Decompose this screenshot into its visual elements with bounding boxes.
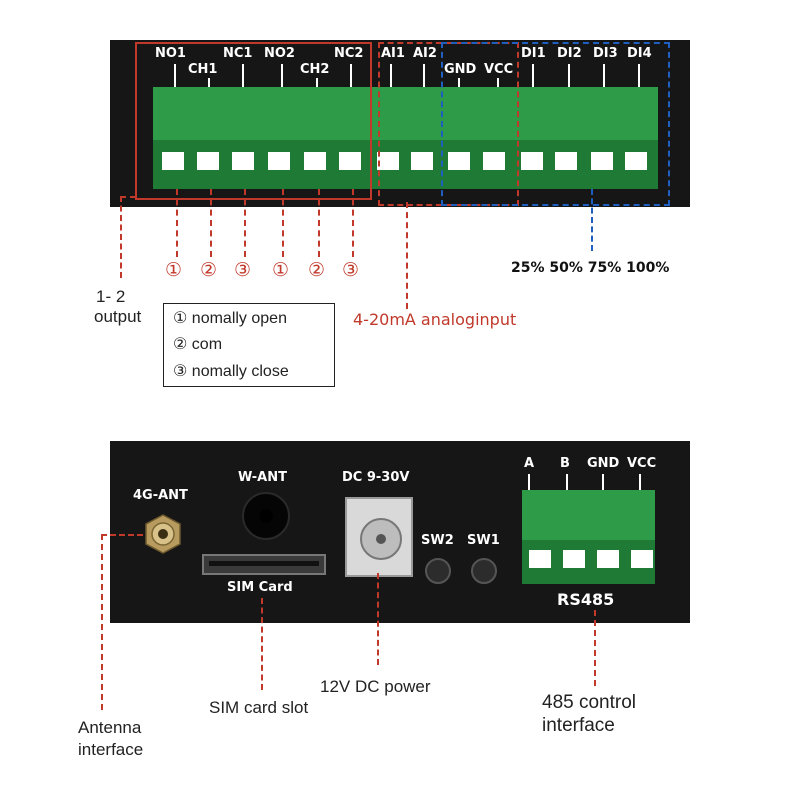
terminal-slot — [232, 152, 254, 170]
dc-jack-icon — [345, 497, 413, 577]
leader-relay-2 — [210, 189, 212, 257]
sw1-label: SW1 — [467, 533, 500, 548]
terminal-slot — [377, 152, 399, 170]
pin-label-vcc: VCC — [484, 62, 514, 77]
legend-item-normally-close: ③ nomally close — [173, 363, 289, 380]
sw1-button[interactable] — [471, 558, 497, 584]
output-label-line2: output — [94, 307, 142, 326]
rs485-slot — [597, 550, 619, 568]
dc-label: DC 9-30V — [342, 470, 410, 485]
rs485-slot — [631, 550, 653, 568]
leader-relay-1 — [176, 189, 178, 257]
relay-marker-1: ① — [165, 259, 183, 281]
terminal-slot — [483, 152, 505, 170]
terminal-slot — [521, 152, 543, 170]
terminal-slot — [268, 152, 290, 170]
leader-relay-3 — [244, 189, 246, 257]
rs485-pin-a: A — [524, 456, 535, 471]
leader-analog — [406, 202, 408, 309]
pin-label-gnd: GND — [444, 62, 477, 77]
terminal-slot — [304, 152, 326, 170]
rs485-label: RS485 — [557, 590, 615, 609]
terminal-slot — [411, 152, 433, 170]
w-ant-label: W-ANT — [238, 470, 287, 485]
pin-label-di2: DI2 — [557, 46, 582, 61]
sim-card-slot — [202, 554, 326, 575]
pin-label-di1: DI1 — [521, 46, 546, 61]
leader-digital — [591, 189, 593, 251]
rs485-pin-ticks — [528, 474, 641, 490]
terminal-slot — [625, 152, 647, 170]
antenna-note-line2: interface — [78, 740, 144, 759]
digital-highlight-box — [441, 42, 670, 206]
analog-label: 4-20mA analoginput — [353, 310, 517, 329]
rs485-note-line2: interface — [542, 715, 615, 736]
rs485-slot — [529, 550, 551, 568]
terminal-slot — [339, 152, 361, 170]
leader-relay-5 — [318, 189, 320, 257]
rs485-pin-vcc: VCC — [627, 456, 657, 471]
pin-label-no2: NO2 — [264, 46, 295, 61]
relay-marker-2: ② — [200, 259, 218, 281]
rs485-pin-b: B — [560, 456, 570, 471]
relay-legend-box: ① nomally open ② com ③ nomally close — [163, 303, 335, 387]
relay-highlight-box — [135, 42, 372, 200]
output-label-line1: 1- 2 — [96, 287, 126, 306]
relay-marker-4: ① — [272, 259, 290, 281]
sim-note: SIM card slot — [209, 698, 309, 717]
relay-marker-3: ③ — [234, 259, 252, 281]
pin-label-ai1: AI1 — [381, 46, 405, 61]
legend-item-com: ② com — [173, 336, 223, 353]
pin-label-ai2: AI2 — [413, 46, 437, 61]
leader-relay-4 — [282, 189, 284, 257]
w-ant-jack-icon — [242, 492, 290, 540]
sim-card-label: SIM Card — [227, 580, 293, 595]
pin-ticks — [174, 64, 640, 87]
di-levels: 25% 50% 75% 100% — [511, 260, 670, 276]
pin-label-nc1: NC1 — [223, 46, 253, 61]
rs485-pin-gnd: GND — [587, 456, 620, 471]
terminal-slot — [591, 152, 613, 170]
rs485-note-line1: 485 control — [542, 692, 637, 713]
pin-label-di3: DI3 — [593, 46, 618, 61]
pin-label-no1: NO1 — [155, 46, 186, 61]
leader-relay-6 — [352, 189, 354, 257]
antenna-note-line1: Antenna — [78, 718, 142, 737]
dc-note: 12V DC power — [320, 677, 431, 696]
leader-rs485 — [594, 610, 596, 686]
pin-label-nc2: NC2 — [334, 46, 364, 61]
antenna-connector-icon — [143, 514, 183, 554]
leader-antenna-v — [101, 534, 103, 710]
legend-item-normally-open: ① nomally open — [173, 310, 287, 327]
pin-label-ch2: CH2 — [300, 62, 330, 77]
terminal-slot — [555, 152, 577, 170]
leader-output-v — [120, 196, 122, 278]
pin-label-ch1: CH1 — [188, 62, 218, 77]
terminal-slot — [448, 152, 470, 170]
rs485-slot — [563, 550, 585, 568]
sw2-button[interactable] — [425, 558, 451, 584]
terminal-slot — [162, 152, 184, 170]
terminal-slot — [197, 152, 219, 170]
leader-antenna-h — [101, 534, 143, 536]
relay-marker-6: ③ — [342, 259, 360, 281]
leader-dc — [377, 573, 379, 665]
leader-output-h — [120, 196, 136, 198]
pin-label-di4: DI4 — [627, 46, 652, 61]
ant-4g-label: 4G-ANT — [133, 488, 188, 503]
leader-sim — [261, 598, 263, 690]
sw2-label: SW2 — [421, 533, 454, 548]
relay-marker-5: ② — [308, 259, 326, 281]
